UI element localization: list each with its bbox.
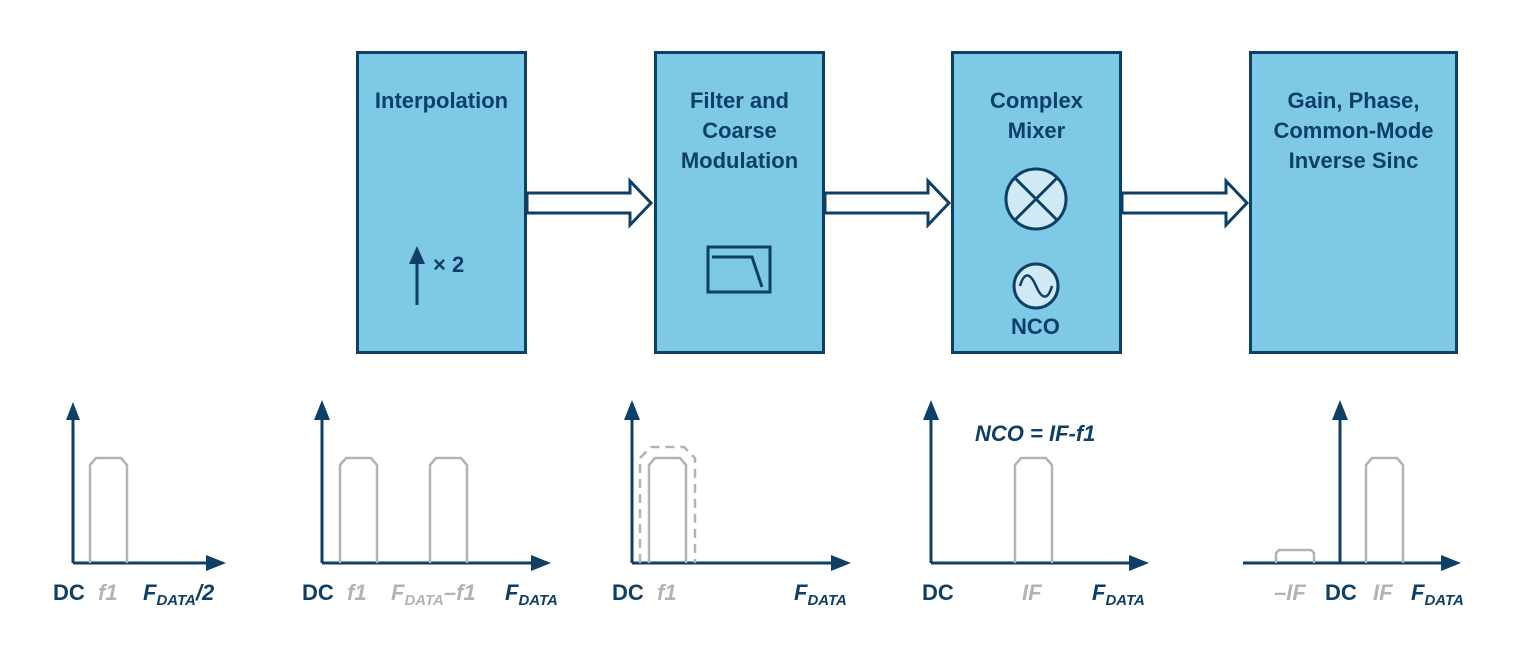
spectrum-3: [624, 400, 851, 571]
if-label: IF: [1373, 580, 1393, 605]
spectrum-2: [314, 400, 551, 571]
block-title: Gain, Phase, Common-Mode Inverse Sinc: [1273, 88, 1434, 173]
sine-wave-icon: [1012, 262, 1060, 310]
filter-modulation-block: Filter and Coarse Modulation: [654, 51, 825, 354]
interpolation-block: Interpolation: [356, 51, 527, 354]
nco-equation-annotation: NCO = IF-f1: [975, 421, 1096, 446]
fdata-label: FDATA: [1092, 580, 1145, 609]
block-title: Interpolation: [374, 88, 509, 113]
nco-label: NCO: [1011, 314, 1060, 339]
spectrum-4: [923, 400, 1149, 571]
f1-label: f1: [347, 580, 367, 605]
dc-label: DC: [302, 580, 334, 605]
block-title: Complex Mixer: [990, 88, 1083, 143]
if-label: IF: [1022, 580, 1042, 605]
f1-label: f1: [98, 580, 118, 605]
lowpass-filter-icon: [706, 245, 772, 294]
block-title: Filter and Coarse Modulation: [680, 88, 799, 173]
f1-label: f1: [657, 580, 677, 605]
fdata-label: FDATA: [1411, 580, 1464, 609]
complex-mixer-block: Complex Mixer: [951, 51, 1122, 354]
fdata-half-label: FDATA/2: [143, 580, 215, 609]
spectrum-1: [66, 402, 226, 571]
flow-arrow: [525, 177, 654, 229]
dc-label: DC: [1325, 580, 1357, 605]
image-freq-label: FDATA–f1: [391, 580, 476, 609]
fdata-label: FDATA: [794, 580, 847, 609]
interpolation-factor-label: × 2: [433, 252, 465, 277]
gain-phase-block: Gain, Phase, Common-Mode Inverse Sinc: [1249, 51, 1458, 354]
dc-label: DC: [922, 580, 954, 605]
spectrum-5: [1243, 400, 1461, 571]
dc-label: DC: [612, 580, 644, 605]
flow-arrow: [1120, 177, 1250, 229]
multiplier-icon: [1004, 167, 1068, 231]
flow-arrow: [823, 177, 952, 229]
dc-label: DC: [53, 580, 85, 605]
up-arrow-icon: [409, 246, 425, 305]
neg-if-label: –IF: [1274, 580, 1306, 605]
fdata-label: FDATA: [505, 580, 558, 609]
